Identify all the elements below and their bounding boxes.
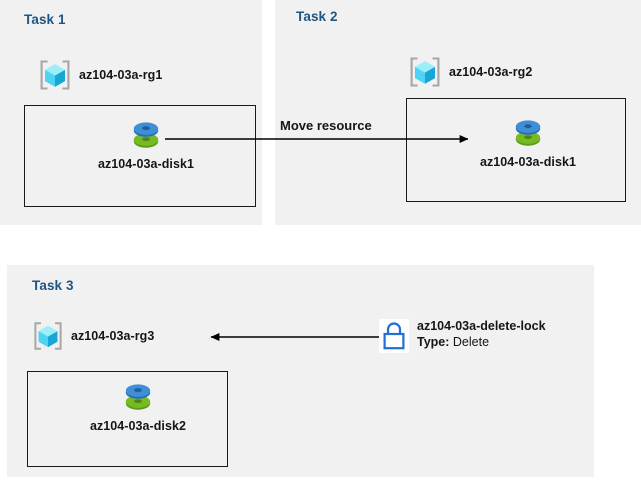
move-resource-label: Move resource xyxy=(280,118,372,133)
disk-node-task-1[interactable]: az104-03a-disk1 xyxy=(98,114,194,171)
panel-title-task-2: Task 2 xyxy=(296,9,338,24)
resource-group-icon xyxy=(38,58,72,92)
resource-group-node-rg3[interactable]: az104-03a-rg3 xyxy=(32,320,154,352)
lock-icon xyxy=(379,318,409,353)
panel-task-1 xyxy=(0,0,262,225)
panel-title-task-1: Task 1 xyxy=(24,12,66,27)
resource-group-node-rg1[interactable]: az104-03a-rg1 xyxy=(38,58,162,92)
resource-group-icon xyxy=(32,320,64,352)
disk-label: az104-03a-disk1 xyxy=(98,157,194,171)
managed-disk-icon xyxy=(126,114,166,154)
panel-task-2 xyxy=(275,0,641,225)
lock-association-arrow xyxy=(210,333,379,341)
lock-type-value: Delete xyxy=(452,335,490,349)
lock-type-key: Type: xyxy=(417,335,450,349)
lock-text-block: az104-03a-delete-lock Type: Delete xyxy=(417,318,546,350)
resource-container-task-1 xyxy=(24,105,256,207)
resource-group-label: az104-03a-rg1 xyxy=(79,68,163,82)
panel-title-task-3: Task 3 xyxy=(32,278,74,293)
delete-lock-node[interactable]: az104-03a-delete-lock Type: Delete xyxy=(379,318,546,353)
managed-disk-icon xyxy=(118,376,158,416)
resource-container-task-2 xyxy=(406,98,626,202)
resource-group-icon xyxy=(408,55,442,89)
disk-label: az104-03a-disk1 xyxy=(480,155,576,169)
resource-group-node-rg2[interactable]: az104-03a-rg2 xyxy=(408,55,532,89)
disk-label: az104-03a-disk2 xyxy=(90,419,186,433)
resource-group-label: az104-03a-rg3 xyxy=(71,329,155,343)
managed-disk-icon xyxy=(508,112,548,152)
disk-node-task-2[interactable]: az104-03a-disk1 xyxy=(480,112,576,169)
lock-name: az104-03a-delete-lock xyxy=(417,319,546,333)
move-resource-arrow xyxy=(165,135,469,143)
disk-node-task-3[interactable]: az104-03a-disk2 xyxy=(90,376,186,433)
resource-group-label: az104-03a-rg2 xyxy=(449,65,533,79)
resource-container-task-3 xyxy=(27,371,228,467)
lock-type-row: Type: Delete xyxy=(417,334,546,350)
